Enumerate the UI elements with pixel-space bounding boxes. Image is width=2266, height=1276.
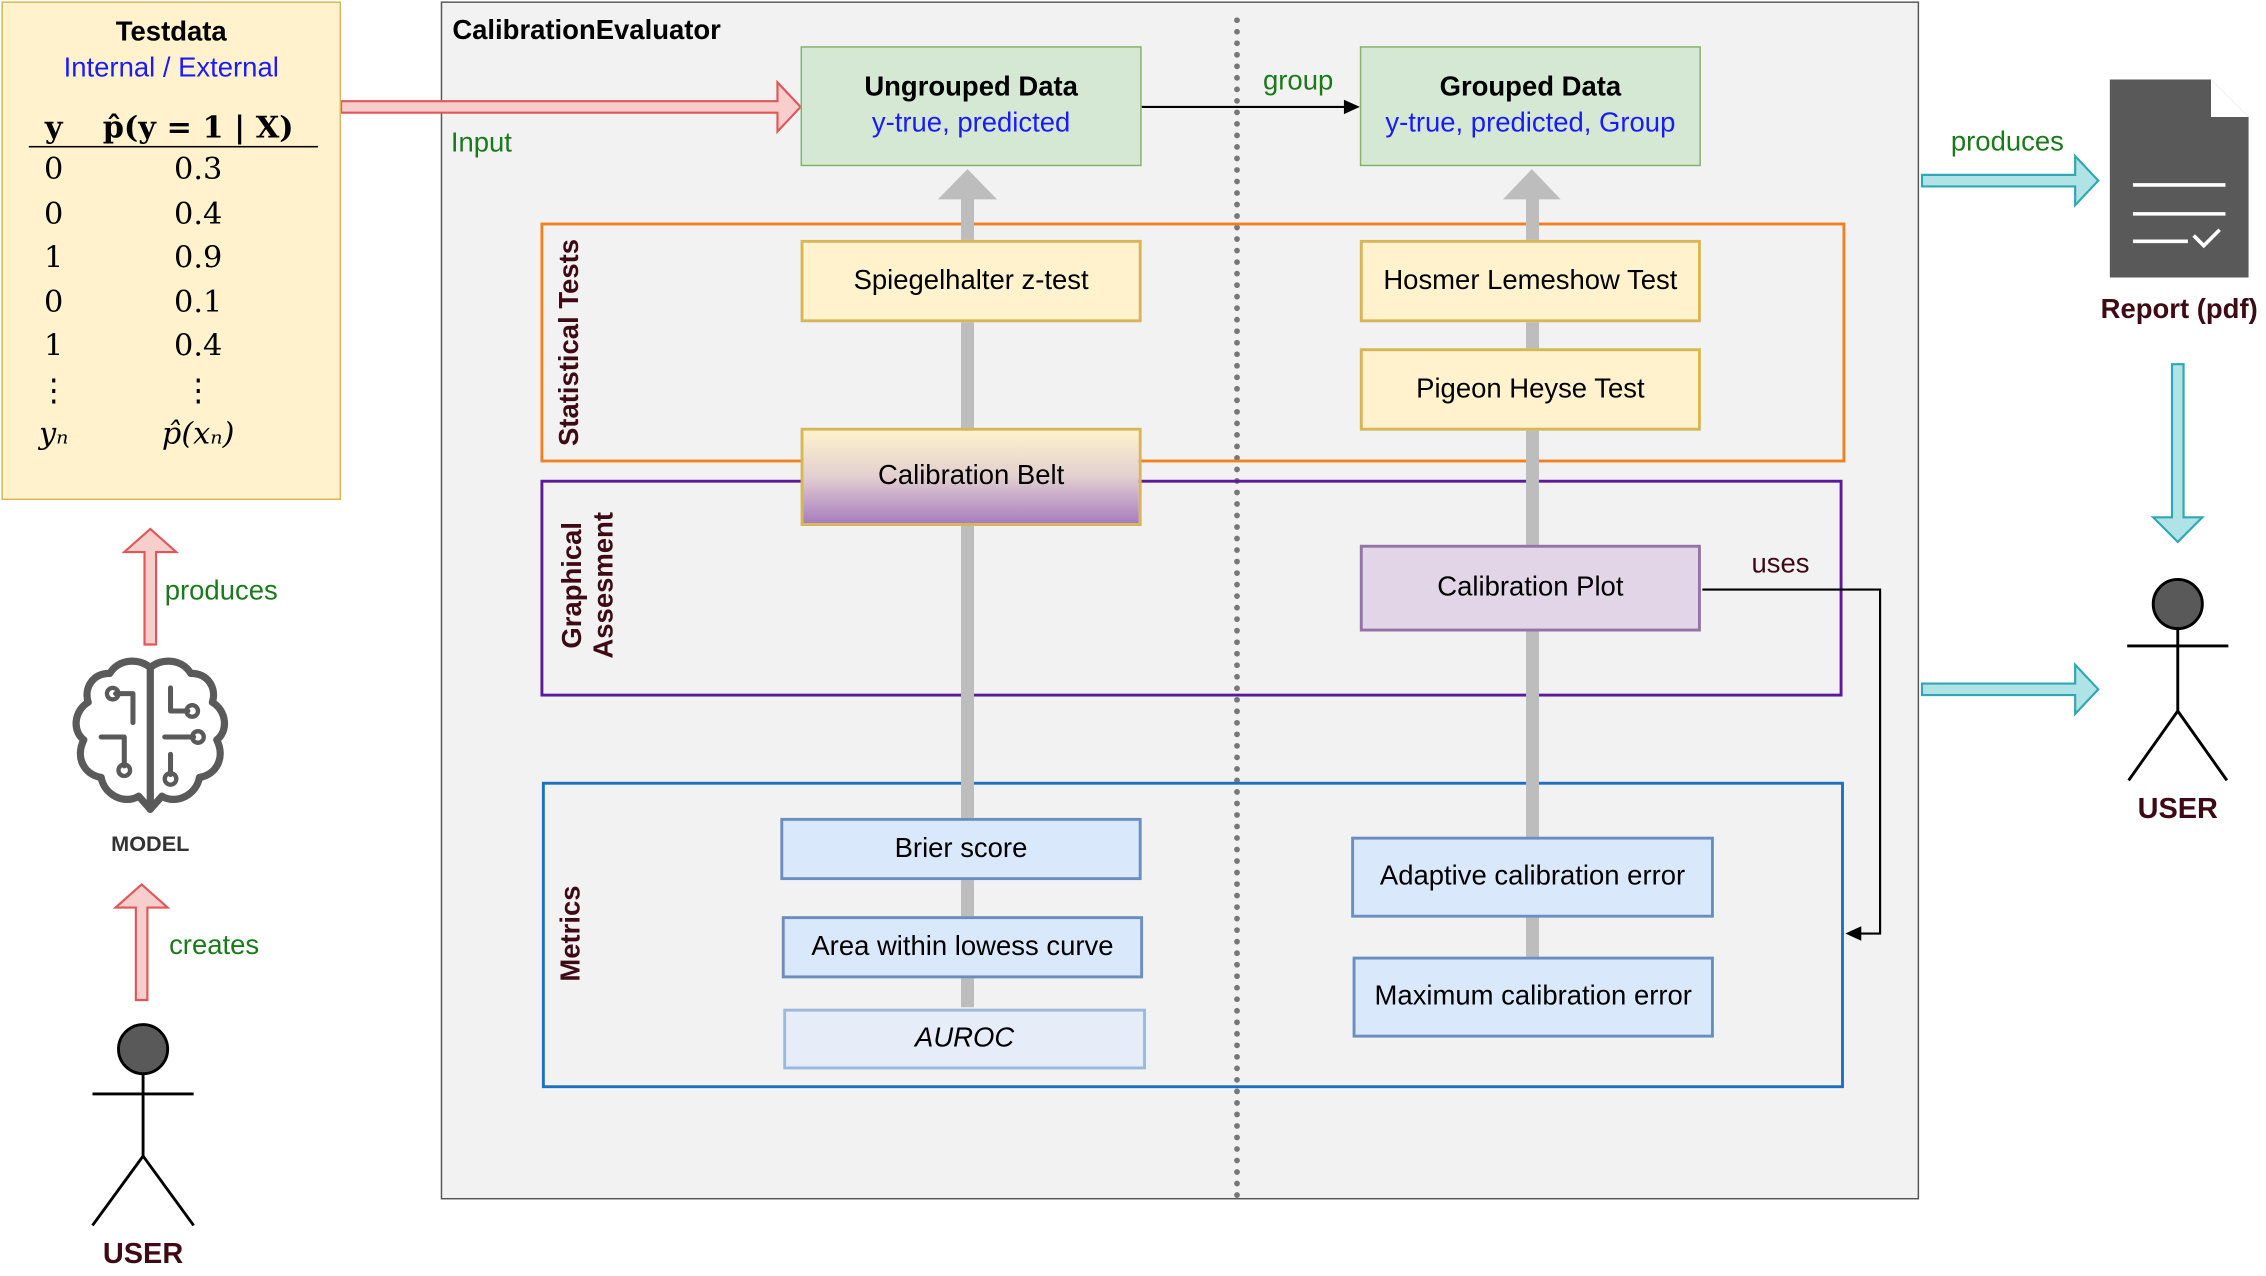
report-to-user-arrow — [2150, 363, 2205, 544]
lowess-area-box[interactable]: Area within lowess curve — [781, 916, 1144, 979]
grouped-data-title: Grouped Data — [1439, 72, 1622, 103]
table-cell-prob: 0.9 — [174, 240, 223, 275]
table-cell-prob: 0.4 — [174, 328, 223, 364]
report-document-icon — [2109, 79, 2249, 278]
model-brain-icon — [72, 657, 228, 813]
input-arrow — [339, 79, 803, 135]
model-produces-arrow — [121, 527, 180, 646]
table-cell-y: 1 — [44, 240, 64, 275]
table-cell-y: 0 — [44, 196, 64, 231]
testdata-subtitle: Internal / External — [63, 53, 279, 84]
table-cell-prob: p̂(xₙ) — [161, 416, 235, 452]
metrics-frame — [541, 781, 1844, 1089]
group-label: group — [1263, 66, 1334, 97]
group-arrow — [1141, 99, 1360, 115]
user-icon-right — [2127, 578, 2229, 782]
table-cell-prob: 0.1 — [174, 284, 223, 320]
model-label: MODEL — [111, 832, 190, 857]
report-label: Report (pdf) — [2100, 294, 2258, 326]
user-label: USER — [102, 1238, 184, 1271]
ungrouped-data-subtitle: y-true, predicted — [871, 108, 1071, 139]
table-header-prob: p̂(y = 1 | X) — [78, 106, 318, 148]
user-creates-label: creates — [169, 930, 260, 961]
table-header-row: y p̂(y = 1 | X) — [28, 106, 318, 148]
calibration-belt-box[interactable]: Calibration Belt — [800, 427, 1142, 527]
table-cell-y: ⋮ — [38, 372, 69, 408]
produces-report-label: produces — [1950, 127, 2064, 158]
auroc-box[interactable]: AUROC — [783, 1008, 1146, 1070]
user-creates-arrow — [112, 882, 171, 1002]
brier-score-box[interactable]: Brier score — [780, 817, 1142, 881]
table-cell-prob: ⋮ — [183, 372, 214, 408]
grouped-data-subtitle-a: y-true, predicted, — [1385, 108, 1592, 139]
table-cell-y: 1 — [44, 328, 64, 364]
ungrouped-gray-arrow — [937, 169, 998, 1008]
maximum-calibration-error-box[interactable]: Maximum calibration error — [1352, 956, 1714, 1038]
user-icon — [91, 1023, 195, 1227]
table-row: ⋮⋮ — [29, 368, 318, 412]
evaluator-to-user-arrow — [1920, 662, 2100, 717]
input-label: Input — [450, 128, 512, 159]
graphical-assessment-frame — [540, 479, 1843, 697]
evaluator-title: CalibrationEvaluator — [452, 15, 721, 47]
ungrouped-data-title: Ungrouped Data — [864, 72, 1078, 103]
table-cell-prob: 0.4 — [174, 196, 223, 231]
produces-report-arrow — [1920, 153, 2100, 208]
pigeon-heyse-box[interactable]: Pigeon Heyse Test — [1359, 348, 1701, 431]
adaptive-calibration-error-box[interactable]: Adaptive calibration error — [1351, 836, 1714, 918]
user-label-right: USER — [2137, 793, 2218, 826]
grouped-data-subtitle-b: Group — [1599, 108, 1676, 139]
grouped-data-subtitle: y-true, predicted, Group — [1385, 108, 1675, 140]
uses-label: uses — [1751, 549, 1810, 580]
uses-connector — [1702, 588, 1882, 941]
calibration-plot-box[interactable]: Calibration Plot — [1359, 544, 1701, 632]
grouped-data-node[interactable]: Grouped Data y-true, predicted, Group — [1359, 46, 1701, 167]
table-cell-prob: 0.3 — [174, 152, 223, 187]
table-row: yₙ p̂(xₙ) — [29, 412, 318, 456]
hosmer-lemeshow-box[interactable]: Hosmer Lemeshow Test — [1359, 239, 1701, 323]
testdata-title: Testdata — [115, 17, 227, 48]
spiegelhalter-box[interactable]: Spiegelhalter z-test — [800, 239, 1142, 323]
ungrouped-data-node[interactable]: Ungrouped Data y-true, predicted — [800, 46, 1142, 167]
dotted-divider — [1234, 17, 1240, 1200]
table-cell-y: 0 — [44, 284, 64, 320]
testdata-panel — [1, 1, 342, 501]
statistical-tests-frame — [540, 222, 1846, 463]
model-produces-label: produces — [164, 576, 278, 607]
table-cell-y: yₙ — [38, 416, 69, 452]
table-cell-y: 0 — [44, 152, 64, 187]
table-header-y: y — [28, 106, 79, 148]
